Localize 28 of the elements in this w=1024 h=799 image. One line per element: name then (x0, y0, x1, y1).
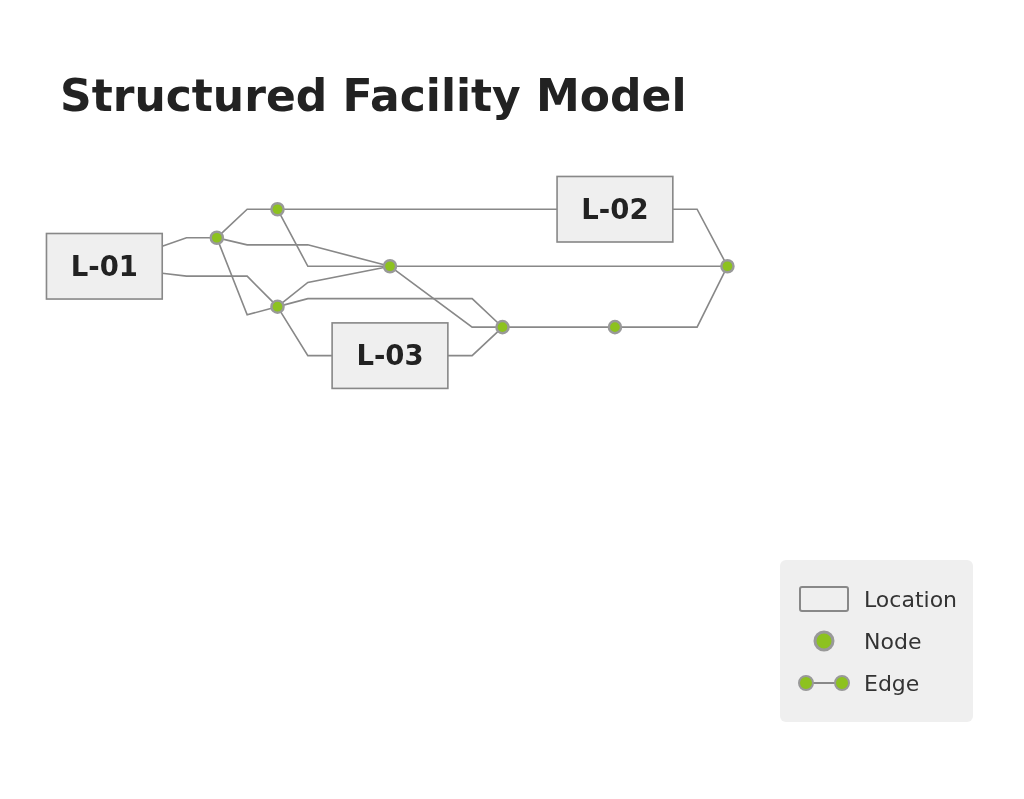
node-box: L-03 (331, 322, 449, 390)
connector (672, 208, 726, 262)
node-circle (495, 319, 510, 335)
legend-label: Edge (864, 670, 920, 696)
legend-label: Node (864, 628, 922, 654)
connector (221, 238, 385, 266)
connector (220, 208, 273, 235)
diagram-title: Structured Facility Model (60, 70, 687, 121)
connector (281, 266, 385, 304)
connector (279, 311, 333, 357)
node-circle (382, 259, 398, 274)
connector (394, 269, 498, 328)
node-circle (209, 230, 225, 246)
node-circle (270, 201, 285, 217)
legend-label: Location (864, 586, 958, 612)
node-box: L-02 (556, 175, 674, 243)
connector (279, 213, 385, 268)
node-box: L-01 (45, 232, 164, 300)
connector (507, 326, 610, 328)
connector (282, 297, 499, 324)
node-circle (720, 259, 735, 274)
connector (620, 270, 726, 328)
connector (282, 208, 558, 211)
connector (447, 330, 499, 357)
connector (395, 265, 723, 268)
connector (218, 242, 273, 316)
node-circle (607, 319, 623, 335)
node-circle (270, 299, 285, 314)
